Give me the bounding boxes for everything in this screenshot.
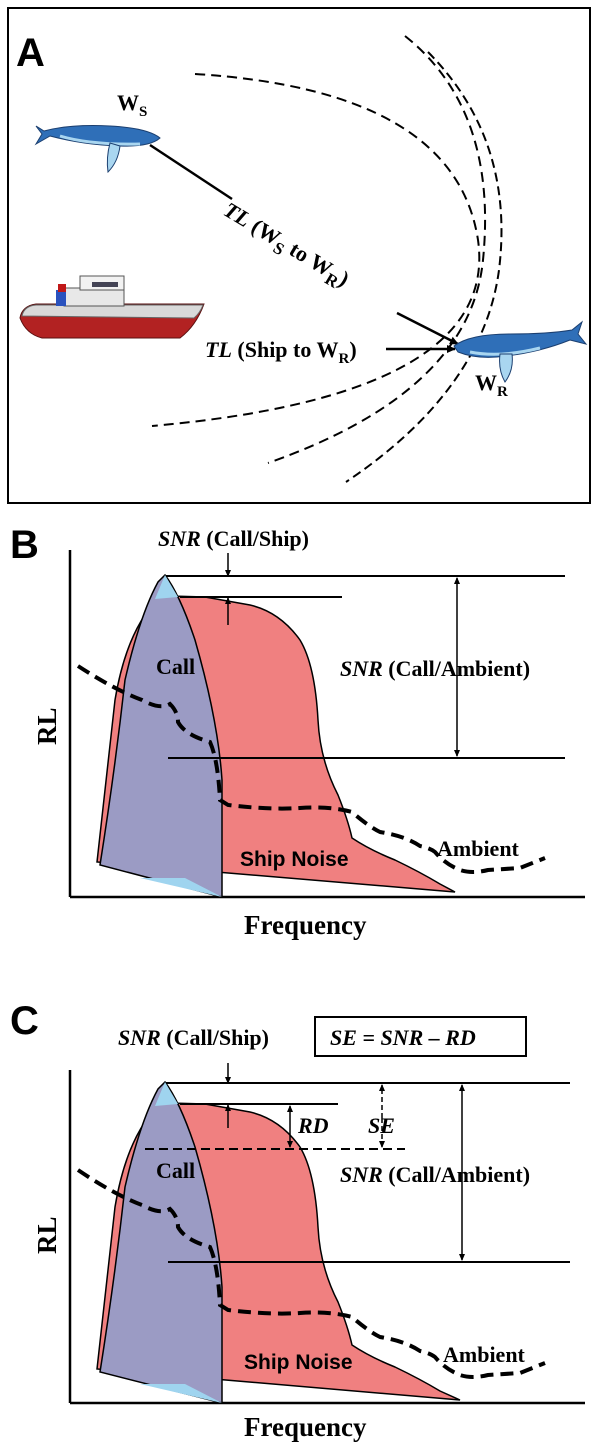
panel-c-snr-call-ambient-label: SNR (Call/Ambient) (340, 1162, 530, 1187)
equation-text: SE = SNR – RD (330, 1025, 476, 1050)
panel-b-x-axis-label: Frequency (244, 910, 367, 940)
panel-b-snr-call-ship-label: SNR (Call/Ship) (158, 526, 309, 551)
panel-c-snr-call-ship-label: SNR (Call/Ship) (118, 1025, 269, 1050)
panel-c-rd-label: RD (297, 1113, 329, 1138)
panel-c-ship-noise-label: Ship Noise (244, 1351, 353, 1374)
panel-c: C SE = SNR – RD SNR (Call/Ship) (10, 999, 585, 1442)
ambient-noise-line (76, 1168, 546, 1379)
call-base (140, 1384, 222, 1403)
panel-c-call-label: Call (156, 1158, 195, 1183)
whale-source-label: WS (117, 90, 147, 120)
ship-icon (19, 275, 205, 339)
ambient-noise-line (76, 664, 546, 874)
call-peak (155, 575, 178, 599)
propagation-arc-3 (345, 51, 503, 483)
panel-c-ambient-label: Ambient (443, 1342, 526, 1367)
panel-b-letter: B (10, 523, 39, 567)
tl-whale-path-line-2 (396, 311, 459, 346)
whale-receiver-label: WR (475, 370, 508, 400)
tl-ship-label: TL (Ship to WR) (205, 337, 357, 367)
panel-a-letter: A (16, 31, 45, 75)
panel-a: A WS TL (WS to WR) TL (Ship to WR) (7, 7, 591, 504)
call-area (99, 1080, 223, 1404)
panel-c-letter: C (10, 999, 39, 1043)
panel-b-y-axis-label: RL (32, 707, 62, 745)
call-area (99, 573, 223, 898)
panel-b-ship-noise-label: Ship Noise (240, 848, 349, 871)
panel-c-se-label: SE (368, 1113, 395, 1138)
panel-c-x-axis-label: Frequency (244, 1412, 367, 1442)
panel-b: B SNR (Call/Ship) SNR (Call/Ambient) Cal… (10, 523, 585, 940)
whale-receiver-icon (453, 320, 588, 383)
panel-a-frame (7, 7, 591, 504)
panel-b-snr-call-ambient-label: SNR (Call/Ambient) (340, 656, 530, 681)
panel-c-y-axis-label: RL (32, 1216, 62, 1254)
call-base (140, 878, 222, 897)
propagation-arc-2 (267, 35, 487, 464)
call-peak (155, 1082, 178, 1106)
equation-box (314, 1016, 527, 1057)
whale-source-icon (34, 125, 161, 174)
panel-b-call-label: Call (156, 654, 195, 679)
propagation-arc-1 (151, 73, 481, 427)
tl-whale-path-line-1 (149, 143, 233, 201)
tl-whale-label: TL (WS to WR) (217, 197, 354, 296)
panel-b-ambient-label: Ambient (437, 836, 520, 861)
